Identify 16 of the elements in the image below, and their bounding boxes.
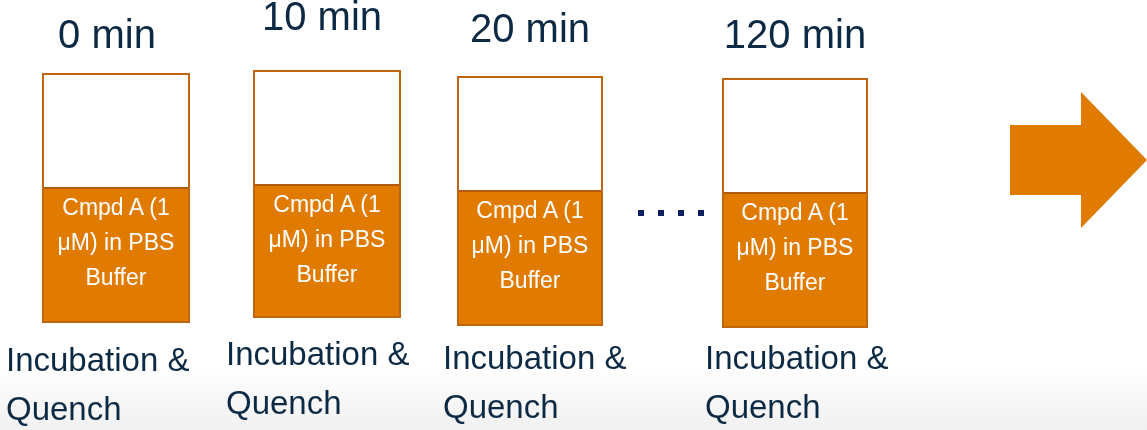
sample-tube xyxy=(722,78,868,328)
step-label: Incubation & Quench xyxy=(443,338,628,427)
time-label: 20 min xyxy=(468,6,592,51)
time-label: 10 min xyxy=(260,0,384,39)
sample-tube xyxy=(42,73,190,323)
sample-tube xyxy=(457,76,603,326)
sample-tube xyxy=(253,70,401,318)
sample-label: Cmpd A (1 μM) in PBS Buffer xyxy=(735,198,855,297)
sample-label: Cmpd A (1 μM) in PBS Buffer xyxy=(267,190,387,289)
step-label: Incubation & Quench xyxy=(705,338,890,427)
time-label: 120 min xyxy=(722,12,868,57)
sample-label: Cmpd A (1 μM) in PBS Buffer xyxy=(56,193,176,292)
step-label: Incubation & Quench xyxy=(226,334,411,423)
sample-label: Cmpd A (1 μM) in PBS Buffer xyxy=(470,196,590,295)
time-label: 0 min xyxy=(57,12,157,57)
step-label: Incubation & Quench xyxy=(6,340,191,429)
